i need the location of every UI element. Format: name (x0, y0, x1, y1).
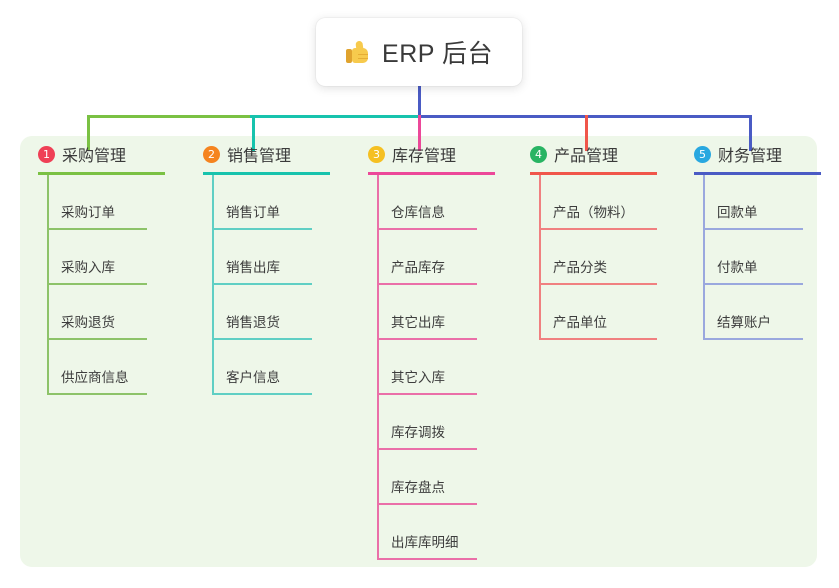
menu-item-label: 客户信息 (226, 369, 280, 385)
menu-item[interactable]: 销售出库 (212, 230, 312, 285)
menu-item-label: 供应商信息 (61, 369, 129, 385)
column-badge-icon: 3 (368, 145, 385, 163)
connector-trunk (418, 86, 421, 117)
column-underline (203, 172, 330, 175)
menu-item[interactable]: 出库库明细 (377, 505, 477, 560)
column-header-4[interactable]: 4 产品管理 (512, 136, 677, 172)
column-item-list: 回款单付款单结算账户 (676, 175, 839, 340)
menu-item-label: 回款单 (717, 204, 758, 220)
column-badge-icon: 1 (38, 145, 55, 163)
menu-item-label: 库存调拨 (391, 424, 445, 440)
menu-item[interactable]: 销售退货 (212, 285, 312, 340)
menu-item[interactable]: 其它出库 (377, 285, 477, 340)
menu-item[interactable]: 采购入库 (47, 230, 147, 285)
menu-item[interactable]: 付款单 (703, 230, 803, 285)
menu-item[interactable]: 仓库信息 (377, 175, 477, 230)
menu-item-label: 产品（物料） (553, 204, 634, 220)
menu-item-label: 产品库存 (391, 259, 445, 275)
connector-drop-4 (585, 115, 588, 151)
connector-drop-2 (252, 115, 255, 151)
connector-drop-1 (87, 115, 90, 151)
menu-item-label: 采购订单 (61, 204, 115, 220)
menu-item[interactable]: 产品分类 (539, 230, 657, 285)
menu-item-label: 结算账户 (717, 314, 771, 330)
connector-drop-5 (749, 115, 752, 151)
root-node-card[interactable]: ERP 后台 (316, 18, 522, 86)
column-header-5[interactable]: 5 财务管理 (676, 136, 839, 172)
column-title: 库存管理 (392, 148, 457, 165)
menu-item-label: 付款单 (717, 259, 758, 275)
menu-item[interactable]: 回款单 (703, 175, 803, 230)
column-item-list: 销售订单销售出库销售退货客户信息 (185, 175, 350, 395)
menu-item[interactable]: 客户信息 (212, 340, 312, 395)
column-underline (694, 172, 821, 175)
menu-item[interactable]: 产品库存 (377, 230, 477, 285)
menu-item-label: 其它入库 (391, 369, 445, 385)
column-underline (38, 172, 165, 175)
column-item-list: 仓库信息产品库存其它出库其它入库库存调拨库存盘点出库库明细 (350, 175, 515, 560)
menu-item[interactable]: 库存盘点 (377, 450, 477, 505)
column-3: 3 库存管理仓库信息产品库存其它出库其它入库库存调拨库存盘点出库库明细 (350, 136, 515, 560)
menu-item-label: 销售出库 (226, 259, 280, 275)
menu-item[interactable]: 采购订单 (47, 175, 147, 230)
menu-item-label: 销售退货 (226, 314, 280, 330)
column-title: 财务管理 (718, 148, 783, 165)
root-node-title: ERP 后台 (382, 40, 493, 68)
column-badge-icon: 2 (203, 145, 220, 163)
menu-item[interactable]: 采购退货 (47, 285, 147, 340)
connector-bus-green (87, 115, 251, 118)
menu-item[interactable]: 销售订单 (212, 175, 312, 230)
diagram-background-panel (20, 136, 817, 567)
menu-item-label: 出库库明细 (391, 534, 459, 550)
column-item-list: 采购订单采购入库采购退货供应商信息 (20, 175, 185, 395)
menu-item[interactable]: 结算账户 (703, 285, 803, 340)
menu-item[interactable]: 其它入库 (377, 340, 477, 395)
column-title: 采购管理 (62, 148, 127, 165)
column-header-2[interactable]: 2 销售管理 (185, 136, 350, 172)
menu-item[interactable]: 产品（物料） (539, 175, 657, 230)
menu-item-label: 销售订单 (226, 204, 280, 220)
column-title: 销售管理 (227, 148, 292, 165)
column-header-1[interactable]: 1 采购管理 (20, 136, 185, 172)
column-item-list: 产品（物料） 产品分类产品单位 (512, 175, 677, 340)
menu-item-label: 采购入库 (61, 259, 115, 275)
column-2: 2 销售管理销售订单销售出库销售退货客户信息 (185, 136, 350, 395)
menu-item[interactable]: 库存调拨 (377, 395, 477, 450)
connector-bus-teal (250, 115, 420, 118)
thumbs-up-icon (345, 39, 371, 65)
column-underline (530, 172, 657, 175)
connector-drop-3 (418, 115, 421, 151)
column-badge-icon: 4 (530, 145, 547, 163)
menu-item-label: 库存盘点 (391, 479, 445, 495)
column-underline (368, 172, 495, 175)
menu-item[interactable]: 产品单位 (539, 285, 657, 340)
column-container: 1 采购管理采购订单采购入库采购退货供应商信息 2 销售管理销售订单销售出库销售退货客… (20, 136, 821, 567)
menu-item-label: 产品分类 (553, 259, 607, 275)
column-title: 产品管理 (554, 148, 619, 165)
menu-item-label: 采购退货 (61, 314, 115, 330)
column-1: 1 采购管理采购订单采购入库采购退货供应商信息 (20, 136, 185, 395)
column-4: 4 产品管理产品（物料） 产品分类产品单位 (512, 136, 677, 340)
menu-item[interactable]: 供应商信息 (47, 340, 147, 395)
menu-item-label: 其它出库 (391, 314, 445, 330)
menu-item-label: 仓库信息 (391, 204, 445, 220)
menu-item-label: 产品单位 (553, 314, 607, 330)
column-badge-icon: 5 (694, 145, 711, 163)
column-5: 5 财务管理回款单付款单结算账户 (676, 136, 839, 340)
column-header-3[interactable]: 3 库存管理 (350, 136, 515, 172)
